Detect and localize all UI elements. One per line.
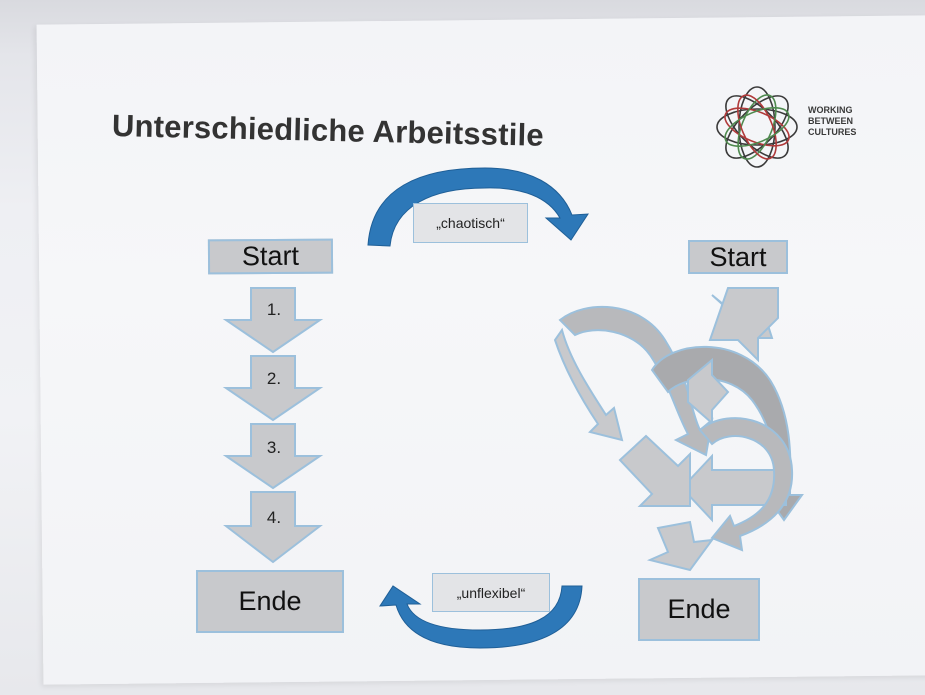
logo-line: BETWEEN [808,116,853,126]
label-chaotisch: „chaotisch“ [413,203,528,243]
label-unflexibel: „unflexibel“ [432,573,550,612]
down-arrow-1 [222,287,324,354]
logo-line: CULTURES [808,127,857,137]
step-label: 3. [266,438,282,457]
step-label: 4. [266,508,282,527]
start-label: Start [241,240,300,272]
curved-arrow-chaotic [367,167,589,247]
step-label: 2. [266,369,282,388]
curved-arrow-unflexibel [379,585,583,649]
chaotic-arrow-cluster [553,287,804,572]
logo-wordmark: WORKING BETWEEN CULTURES [808,105,878,138]
end-label: Ende [667,594,731,624]
label-text: „chaotisch“ [436,215,505,231]
start-box-linear: Start [207,238,334,275]
label-text: „unflexibel“ [456,584,526,601]
down-arrow-2 [222,355,324,422]
logo-line: WORKING [808,105,853,115]
end-box-linear: Ende [196,570,344,633]
start-box-chaotic: Start [688,240,788,274]
start-label: Start [709,241,767,272]
down-arrow-3 [222,423,324,490]
step-label: 1. [266,300,282,319]
down-arrow-4 [223,491,323,564]
end-box-chaotic: Ende [638,578,760,641]
interlaced-rings-logo-icon [716,86,798,168]
end-label: Ende [238,586,302,616]
